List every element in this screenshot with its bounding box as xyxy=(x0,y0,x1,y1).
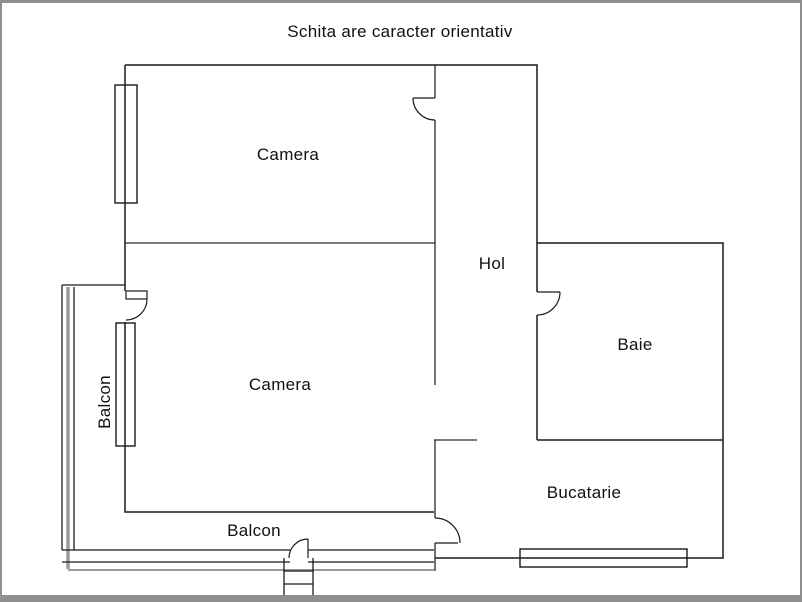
door-camera-bottom-balcon xyxy=(125,290,148,321)
room-label-balcon-left: Balcon xyxy=(95,375,114,429)
window-symbol-bucatarie xyxy=(519,548,688,568)
room-label-camera-bottom: Camera xyxy=(248,375,312,394)
door-camera-top-hol xyxy=(412,97,436,121)
room-label-camera-top: Camera xyxy=(256,145,320,164)
door-balcon-stairs xyxy=(288,538,309,559)
window-symbol-camera-top xyxy=(114,84,138,204)
room-label-baie: Baie xyxy=(617,335,653,354)
window-symbol-camera-bottom xyxy=(115,322,136,447)
room-label-hol: Hol xyxy=(478,254,506,273)
stairs xyxy=(283,558,314,595)
door-hol-baie xyxy=(536,291,561,316)
door-balcon-bucatarie xyxy=(434,517,461,544)
room-label-bucatarie: Bucatarie xyxy=(546,483,622,502)
interior-walls xyxy=(125,65,477,571)
balcony-railing-bottom xyxy=(62,549,434,571)
room-label-balcon-bottom: Balcon xyxy=(227,521,281,540)
balcony-railing-left xyxy=(61,284,125,569)
outer-walls xyxy=(124,64,724,559)
plan-title: Schita are caracter orientativ xyxy=(287,22,513,41)
